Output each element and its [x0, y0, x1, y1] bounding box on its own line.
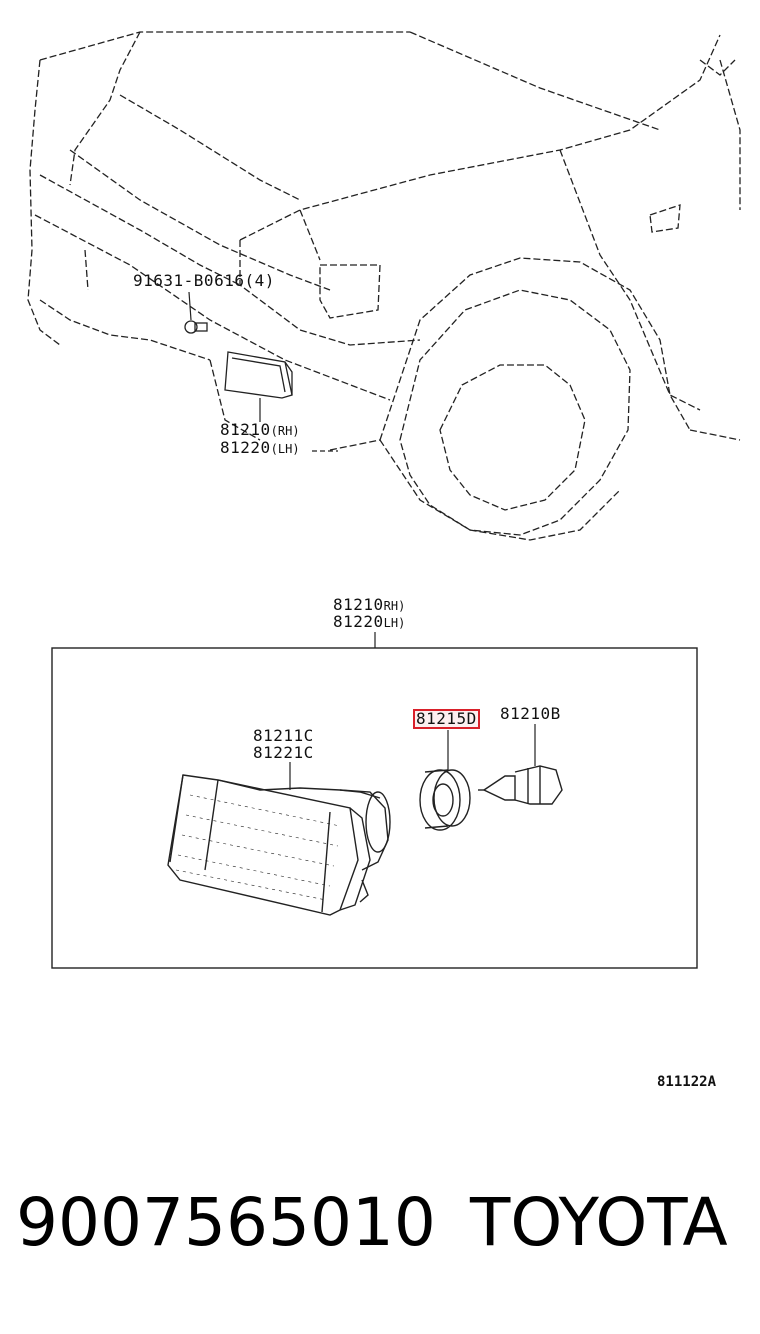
lens-rh-callout: 81211C [253, 726, 314, 745]
assembly-rh-number: 81210 [333, 595, 384, 614]
diagram-reference: 811122A [657, 1074, 717, 1090]
lens-texture [175, 794, 341, 901]
assembly-rh-callout: 81210RH) [333, 597, 405, 613]
lens-lh-callout: 81221C [253, 743, 314, 762]
assembly-frame [51, 647, 698, 969]
fog-lamp-small-icon [224, 351, 293, 399]
lamp-lh-side: (LH) [270, 442, 300, 456]
assembly-lh-side: LH) [383, 616, 406, 630]
brand-name: TOYOTA [470, 1184, 728, 1261]
part-number: 9007565010 [16, 1184, 436, 1261]
lamp-rh-number: 81210 [220, 420, 271, 439]
assembly-lh-number: 81220 [333, 612, 384, 631]
bulb-icon [478, 765, 563, 805]
lamp-lh-number: 81220 [220, 438, 271, 457]
lamp-lh-callout: 81220(LH) [220, 440, 300, 456]
bolt-icon [184, 320, 208, 334]
lamp-rh-side: (RH) [270, 424, 300, 438]
socket-ring-icon [419, 769, 471, 831]
assembly-lh-callout: 81220LH) [333, 614, 405, 630]
bolt-callout: 91631-B0616(4) [133, 271, 275, 290]
bolt-leader [188, 291, 192, 321]
bulb-callout: 81210B [500, 704, 561, 723]
assembly-rh-side: RH) [383, 599, 406, 613]
vehicle-outline [27, 31, 741, 541]
fog-lamp-lens-icon [167, 774, 391, 916]
lamp-rh-callout: 81210(RH) [220, 422, 300, 438]
socket-callout-highlighted[interactable]: 81215D [413, 709, 480, 729]
